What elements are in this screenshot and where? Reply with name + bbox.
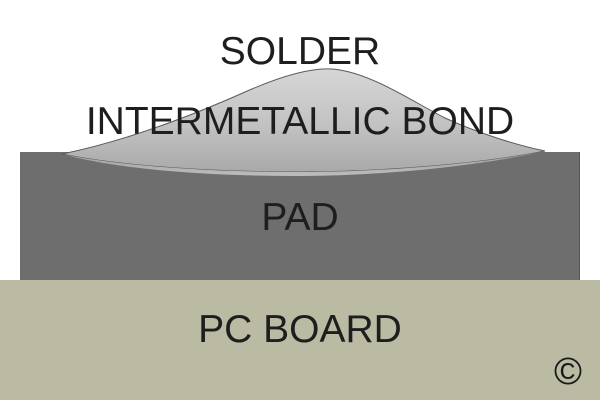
solder-label: SOLDER (219, 30, 381, 73)
pc-board-layer (0, 280, 600, 400)
copyright-icon: © (554, 351, 582, 393)
pad-label: PAD (261, 196, 339, 239)
intermetallic-bond-strip (62, 151, 545, 176)
solder-dome (61, 68, 546, 173)
intermetallic-bond-label: INTERMETALLIC BOND (85, 100, 515, 143)
pc-board-label: PC BOARD (198, 308, 402, 351)
